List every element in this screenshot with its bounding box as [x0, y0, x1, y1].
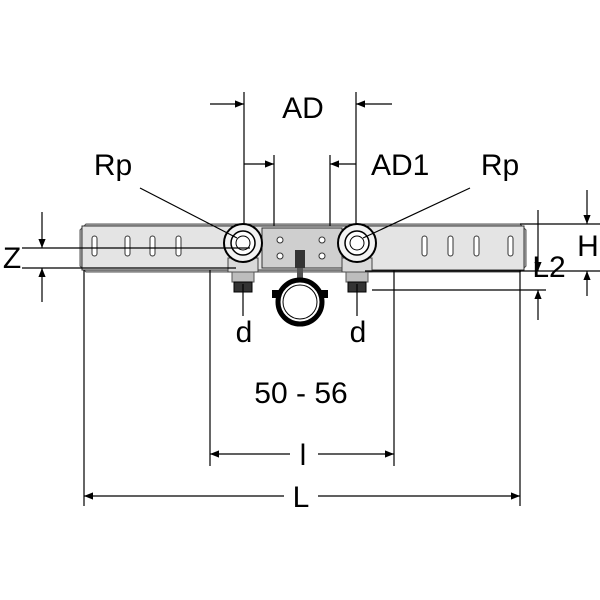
label-range: 50 - 56: [254, 377, 347, 410]
leader-lines: [139, 187, 471, 316]
label-d-right: d: [350, 316, 367, 349]
label-l-big: L: [293, 481, 310, 514]
label-rp-right: Rp: [481, 149, 519, 182]
label-l-small: l: [300, 439, 307, 472]
pipe-clamp-icon: [272, 250, 328, 327]
label-z: Z: [3, 242, 21, 275]
label-ad: AD: [282, 92, 324, 125]
extension-lines: [22, 92, 600, 506]
label-ad1: AD1: [371, 149, 429, 182]
label-h: H: [577, 230, 599, 263]
label-rp-left: Rp: [94, 149, 132, 182]
label-d-left: d: [236, 316, 253, 349]
label-l2: L2: [532, 251, 565, 284]
dimension-arrows: [38, 100, 591, 500]
pipe-elbow-icon: [337, 223, 377, 293]
